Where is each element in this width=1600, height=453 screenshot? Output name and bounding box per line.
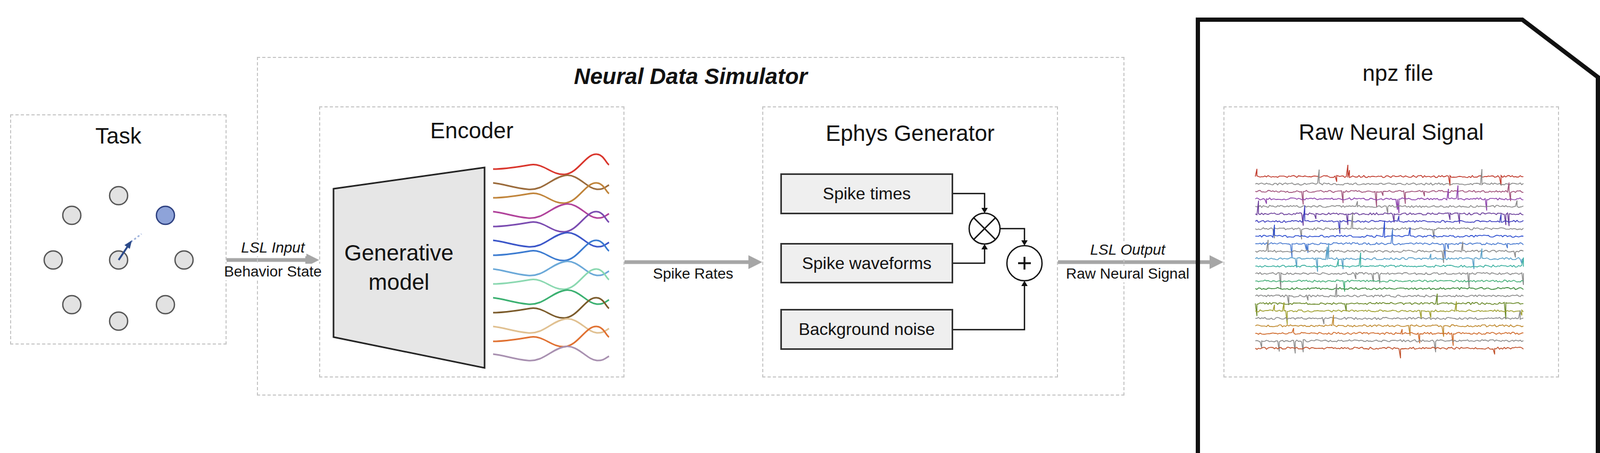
neural-trace <box>1255 310 1524 325</box>
neural-trace <box>1255 212 1524 240</box>
arrow-shaft <box>226 258 308 263</box>
wire-arrowhead <box>981 244 988 250</box>
neural-trace <box>1255 182 1524 207</box>
neural-trace <box>1255 221 1524 238</box>
target-circle <box>44 251 63 270</box>
cursor-trail <box>130 234 142 243</box>
file-document: npz fileRaw Neural Signal <box>1195 17 1600 453</box>
panel-title: Raw Neural Signal <box>1224 119 1558 146</box>
box-label: Background noise <box>798 319 935 340</box>
neural-trace <box>1255 347 1524 359</box>
panel-title: Neural Data Simulator <box>257 63 1124 90</box>
block-label: Generative model <box>332 166 466 370</box>
box-label: Spike waveforms <box>802 253 932 274</box>
neural-trace <box>1255 339 1524 354</box>
multiply-symbol <box>969 213 1000 245</box>
target-circle <box>62 295 81 314</box>
rate-curve <box>493 290 610 305</box>
rate-curve <box>493 182 610 204</box>
cursor-arrow <box>118 245 129 261</box>
neural-trace <box>1255 200 1524 227</box>
wire <box>953 193 985 209</box>
target-circle <box>156 295 175 314</box>
rate-curve <box>493 326 610 347</box>
sum-stroke <box>1023 256 1026 270</box>
process-box: Spike times <box>780 173 954 215</box>
arrow-shaft <box>624 260 751 265</box>
process-box: Background noise <box>780 309 954 350</box>
wire-arrowhead <box>1021 280 1028 287</box>
panel-title: Ephys Generator <box>763 120 1057 147</box>
signal-label: Raw Neural Signal <box>1064 265 1191 283</box>
rate-curve <box>493 232 610 248</box>
neural-trace <box>1255 243 1524 272</box>
wire <box>1000 228 1025 241</box>
neural-trace <box>1255 252 1524 268</box>
target-circle-active <box>156 206 175 225</box>
edge-label: Spike Rates <box>651 265 736 283</box>
wire-arrowhead <box>1021 240 1028 246</box>
rate-curve <box>493 240 610 261</box>
rate-curve <box>493 269 610 290</box>
panel-title: Task <box>11 122 226 150</box>
panel-title: Encoder <box>320 117 624 145</box>
neural-trace <box>1255 301 1524 325</box>
arrowhead <box>1209 255 1224 270</box>
wire <box>953 248 985 264</box>
simulator-group: Neural Data SimulatorEncoderGenerative m… <box>256 56 1125 396</box>
rate-curve <box>493 319 610 334</box>
multiply-stroke <box>973 218 996 240</box>
ephys-generator-panel: Ephys GeneratorSpike timesSpike waveform… <box>762 106 1058 378</box>
edge-label: LSL Output <box>1088 242 1167 259</box>
neural-trace <box>1255 280 1524 293</box>
task-panel: Task <box>10 114 227 345</box>
rate-curve <box>493 204 610 219</box>
neural-trace <box>1255 287 1524 290</box>
panel-title: npz file <box>1195 60 1600 87</box>
rate-curves <box>493 154 610 361</box>
arrowhead <box>748 255 763 270</box>
sum-circle <box>1006 245 1043 281</box>
signal-panel: Raw Neural Signal <box>1223 106 1560 378</box>
cursor-arrowhead <box>124 240 132 249</box>
target-circle <box>109 312 128 331</box>
wire <box>953 285 1025 330</box>
target-circle <box>62 206 81 225</box>
rate-curve <box>493 261 610 277</box>
rate-curve <box>493 297 610 319</box>
rate-curve <box>493 211 610 232</box>
wire-arrowhead <box>981 207 988 214</box>
neural-trace <box>1255 169 1524 186</box>
target-circles <box>44 186 194 331</box>
target-circle <box>109 186 128 205</box>
rate-curve <box>493 346 610 362</box>
neural-trace <box>1255 185 1524 214</box>
target-circle <box>175 251 194 270</box>
neural-traces <box>1255 164 1524 359</box>
multiply-circle <box>969 213 1000 245</box>
neural-trace <box>1255 284 1524 306</box>
rate-curve <box>493 175 610 190</box>
signal-label: Behavior State <box>222 263 324 281</box>
process-box: Spike waveforms <box>780 243 954 284</box>
box-label: Spike times <box>822 184 911 204</box>
encoder-panel: EncoderGenerative model <box>319 106 625 378</box>
trapezoid-outline <box>332 166 486 370</box>
neural-trace <box>1255 294 1524 320</box>
edge-label: LSL Input <box>239 239 306 257</box>
multiply-stroke <box>973 218 996 240</box>
rate-curve <box>493 154 610 175</box>
trapezoid-shape <box>333 167 485 369</box>
neural-trace <box>1255 229 1524 259</box>
generative-model-block: Generative model <box>332 166 486 370</box>
neural-trace <box>1255 164 1524 186</box>
neural-trace <box>1255 200 1524 214</box>
sum-symbol <box>1006 245 1043 281</box>
arrow-shaft <box>1057 260 1212 265</box>
